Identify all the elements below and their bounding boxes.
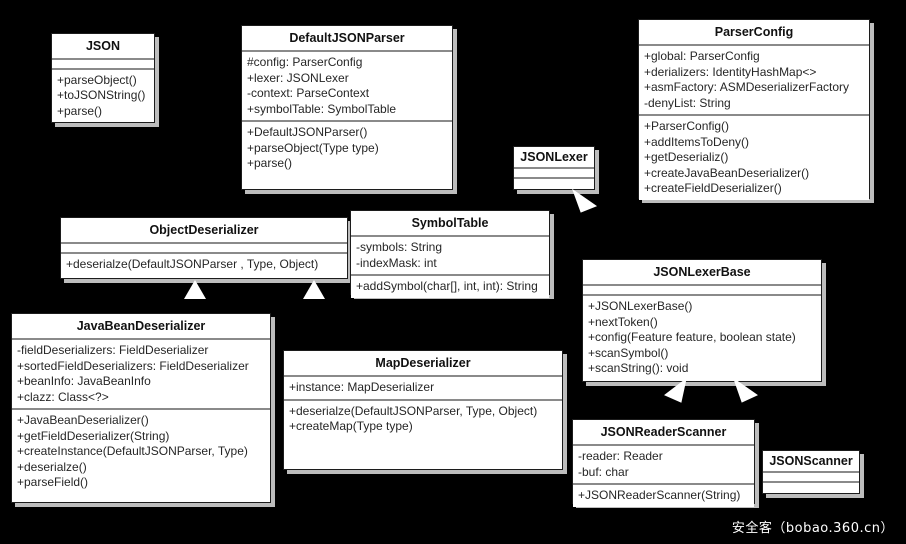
watermark-label: 安全客（bobao.360.cn） [731,521,894,536]
member: +parse() [247,156,293,170]
member: +JSONReaderScanner(String) [578,488,741,502]
member: -buf: char [578,464,629,479]
member: +instance: MapDeserializer [289,380,435,394]
member: +parseObject() [57,72,137,87]
member: -symbols: String [356,240,443,254]
member: +deserialze(DefaultJSONParser, Type, Obj… [289,403,538,418]
class-box-json-lexer-base[interactable]: JSONLexerBase +JSONLexerBase() +nextToke… [582,259,822,382]
member: +lexer: JSONLexer [247,70,349,85]
member: +ParserConfig() [644,119,730,133]
class-title-symbol-table: SymbolTable [351,211,549,237]
member: +beanInfo: JavaBeanInfo [17,374,151,388]
member: +scanString(): void [588,361,689,375]
generalization-arrow-lexerbase-to-lexer [571,188,602,216]
class-title-json-lexer: JSONLexer [514,147,594,169]
class-methods-parser-config: +ParserConfig() +addItemsToDeny() +getDe… [639,116,869,200]
class-title-java-bean-deserializer: JavaBeanDeserializer [12,314,270,340]
member: +parseObject(Type type) [247,140,379,155]
member: -fieldDeserializers: FieldDeserializer [17,343,209,357]
member: +sortedFieldDeserializers: FieldDeserial… [17,358,249,373]
class-methods-json-lexer-base: +JSONLexerBase() +nextToken() +config(Fe… [583,296,821,381]
class-title-parser-config: ParserConfig [639,20,869,46]
class-attributes-parser-config: +global: ParserConfig +derializers: Iden… [639,46,869,116]
member: +DefaultJSONParser() [247,125,368,139]
generalization-arrow-javabean-to-objectdes [184,280,206,299]
member: +config(Feature feature, boolean state) [588,330,796,344]
class-attributes-json [52,60,154,70]
generalization-arrow-readerscanner-to-lexerbase [664,377,694,407]
member: +clazz: Class<?> [17,389,109,404]
member: +getDeserializ() [644,150,729,164]
member: +symbolTable: SymbolTable [247,101,397,116]
class-box-java-bean-deserializer[interactable]: JavaBeanDeserializer -fieldDeserializers… [11,313,271,503]
class-box-json-scanner[interactable]: JSONScanner [762,450,860,494]
member: +derializers: IdentityHashMap<> [644,64,817,79]
class-attributes-map-deserializer: +instance: MapDeserializer [284,377,562,401]
member: +JavaBeanDeserializer() [17,413,149,427]
triangle-icon [664,377,687,403]
class-methods-default-json-parser: +DefaultJSONParser() +parseObject(Type t… [242,122,452,189]
class-title-json-lexer-base: JSONLexerBase [583,260,821,286]
class-methods-map-deserializer: +deserialze(DefaultJSONParser, Type, Obj… [284,400,562,469]
class-box-json-lexer[interactable]: JSONLexer [513,146,595,190]
class-title-json: JSON [52,34,154,60]
class-attributes-object-deserializer [61,244,347,254]
class-box-object-deserializer[interactable]: ObjectDeserializer +deserialze(DefaultJS… [60,217,348,279]
member: +global: ParserConfig [644,49,760,63]
member: +createInstance(DefaultJSONParser, Type) [17,444,248,458]
member: +toJSONString() [57,88,146,102]
class-title-map-deserializer: MapDeserializer [284,351,562,377]
triangle-icon [571,188,598,213]
member: +parse() [57,103,103,118]
class-box-parser-config[interactable]: ParserConfig +global: ParserConfig +deri… [638,19,870,200]
member: -indexMask: int [356,255,437,270]
member: +createJavaBeanDeserializer() [644,165,810,180]
member: -denyList: String [644,95,731,110]
member: +scanSymbol() [588,345,669,360]
member: +createFieldDeserializer() [644,181,782,195]
class-box-symbol-table[interactable]: SymbolTable -symbols: String -indexMask:… [350,210,550,298]
member: +parseField() [17,475,89,489]
member: -reader: Reader [578,449,663,463]
member: +JSONLexerBase() [588,299,693,313]
class-box-json[interactable]: JSON +parseObject() +toJSONString() +par… [51,33,155,123]
class-methods-json: +parseObject() +toJSONString() +parse() [52,69,154,122]
class-title-json-reader-scanner: JSONReaderScanner [573,420,754,446]
generalization-arrow-scanner-to-lexerbase [732,377,762,407]
class-attributes-json-reader-scanner: -reader: Reader -buf: char [573,446,754,485]
member: +deserialze(DefaultJSONParser , Type, Ob… [66,257,319,271]
member: +deserialze() [17,459,87,474]
member: +nextToken() [588,314,658,329]
class-box-json-reader-scanner[interactable]: JSONReaderScanner -reader: Reader -buf: … [572,419,755,507]
class-attributes-json-lexer-base [583,286,821,296]
class-methods-java-bean-deserializer: +JavaBeanDeserializer() +getFieldDeseria… [12,410,270,502]
member: +getFieldDeserializer(String) [17,428,170,443]
class-box-map-deserializer[interactable]: MapDeserializer +instance: MapDeserializ… [283,350,563,470]
class-attributes-json-lexer [514,169,594,179]
class-box-default-json-parser[interactable]: DefaultJSONParser #config: ParserConfig … [241,25,453,190]
member: #config: ParserConfig [247,55,363,69]
class-title-default-json-parser: DefaultJSONParser [242,26,452,52]
class-attributes-symbol-table: -symbols: String -indexMask: int [351,237,549,276]
generalization-arrow-mapdes-to-objectdes [303,280,325,299]
class-attributes-json-scanner [763,473,859,483]
class-methods-object-deserializer: +deserialze(DefaultJSONParser , Type, Ob… [61,254,347,278]
class-title-object-deserializer: ObjectDeserializer [61,218,347,244]
member: +addSymbol(char[], int, int): String [356,279,538,293]
triangle-icon [733,377,758,403]
member: +createMap(Type type) [289,419,413,433]
class-methods-json-lexer [514,179,594,189]
class-attributes-default-json-parser: #config: ParserConfig +lexer: JSONLexer … [242,52,452,122]
class-title-json-scanner: JSONScanner [763,451,859,473]
class-methods-json-scanner [763,483,859,493]
class-methods-symbol-table: +addSymbol(char[], int, int): String [351,276,549,298]
member: +addItemsToDeny() [644,134,750,149]
class-attributes-java-bean-deserializer: -fieldDeserializers: FieldDeserializer +… [12,340,270,410]
member: -context: ParseContext [247,86,370,100]
class-methods-json-reader-scanner: +JSONReaderScanner(String) [573,485,754,507]
member: +asmFactory: ASMDeserializerFactory [644,80,850,94]
